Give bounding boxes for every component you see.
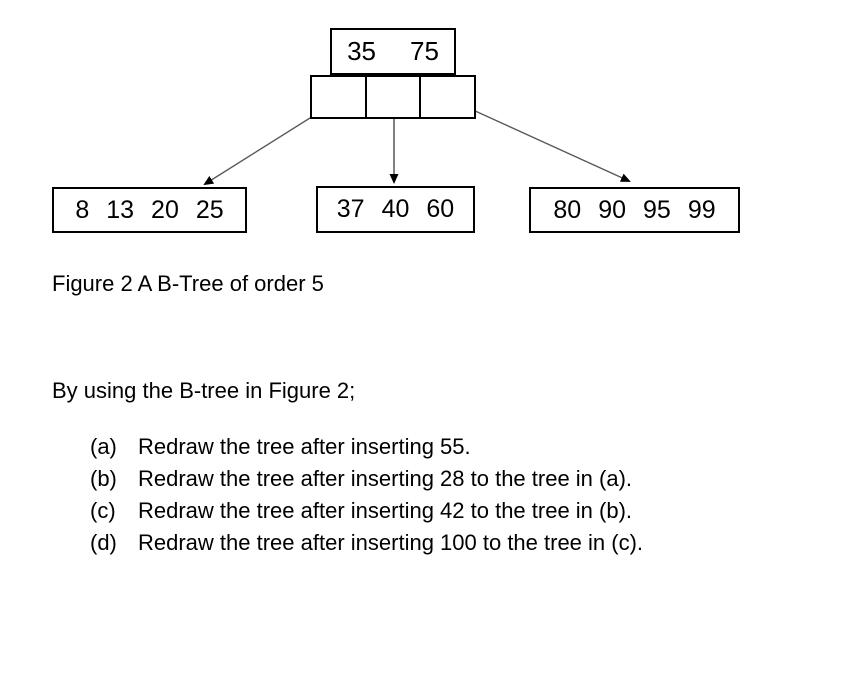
question-item-marker: (b) [90, 466, 117, 491]
btree-leaf-node-middle: 37 40 60 [316, 186, 475, 233]
root-pointer-cell [364, 77, 420, 117]
leaf-key: 20 [151, 195, 179, 224]
question-item-a: (a) Redraw the tree after inserting 55. [90, 431, 643, 463]
leaf-key: 99 [687, 195, 716, 224]
leaf-key: 25 [195, 195, 224, 224]
question-item-text: Redraw the tree after inserting 55. [138, 434, 471, 459]
question-item-b: (b) Redraw the tree after inserting 28 t… [90, 463, 643, 495]
figure-caption: Figure 2 A B-Tree of order 5 [52, 271, 324, 296]
root-key: 35 [347, 36, 376, 66]
leaf-key: 37 [336, 195, 365, 223]
leaf-key: 60 [426, 195, 455, 223]
question-item-marker: (c) [90, 498, 116, 523]
question-intro: By using the B-tree in Figure 2; [52, 378, 356, 403]
question-item-d: (d) Redraw the tree after inserting 100 … [90, 527, 643, 559]
btree-root-node: 35 75 [330, 28, 456, 75]
question-item-c: (c) Redraw the tree after inserting 42 t… [90, 495, 643, 527]
question-item-text: Redraw the tree after inserting 28 to th… [138, 466, 633, 491]
question-item-text: Redraw the tree after inserting 42 to th… [138, 498, 633, 523]
leaf-key: 8 [75, 195, 90, 224]
question-list: (a) Redraw the tree after inserting 55. … [90, 431, 643, 559]
pointer-arrow-right [450, 99, 631, 182]
question-item-marker: (d) [90, 530, 117, 555]
btree-leaf-node-left: 8 13 20 25 [52, 187, 247, 233]
root-pointer-cell [312, 77, 365, 117]
root-pointer-cell [419, 77, 474, 117]
question-item-text: Redraw the tree after inserting 100 to t… [138, 530, 644, 555]
question-item-marker: (a) [90, 434, 117, 459]
btree-leaf-node-right: 80 90 95 99 [529, 187, 740, 233]
leaf-key: 90 [598, 195, 626, 224]
leaf-key: 13 [106, 195, 135, 224]
leaf-key: 80 [553, 195, 582, 224]
root-key: 75 [410, 36, 439, 66]
leaf-key: 40 [381, 195, 410, 223]
leaf-key: 95 [643, 195, 671, 224]
btree-root-pointer-box [310, 75, 476, 119]
